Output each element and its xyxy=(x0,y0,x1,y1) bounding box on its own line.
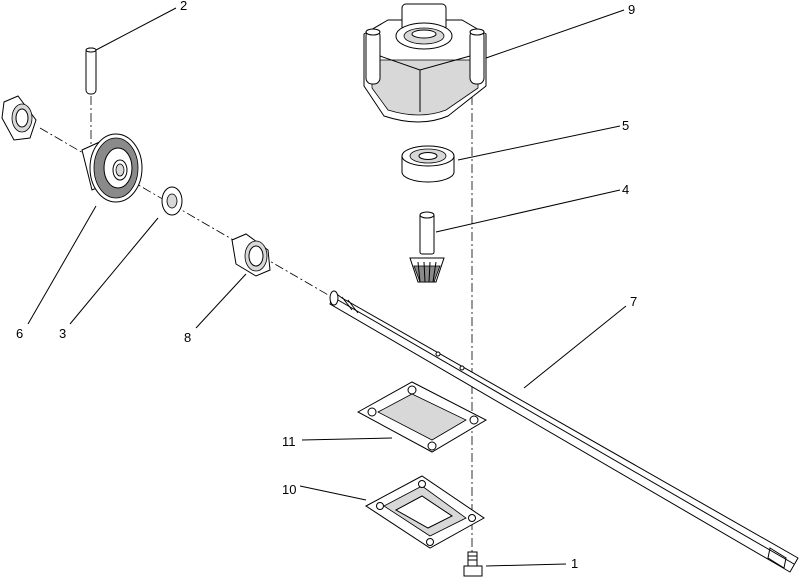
callout-11: 11 xyxy=(282,434,296,449)
leader-lines xyxy=(27,7,627,567)
gear-housing xyxy=(363,3,487,123)
pinion-gear xyxy=(409,211,445,283)
bolt xyxy=(463,551,483,577)
callout-4: 4 xyxy=(622,182,629,197)
gasket xyxy=(356,381,488,453)
callout-7: 7 xyxy=(630,294,637,309)
callout-5: 5 xyxy=(622,118,629,133)
callout-3: 3 xyxy=(59,326,66,341)
callout-1: 1 xyxy=(571,556,578,571)
cover-plate xyxy=(365,475,485,549)
bearing xyxy=(401,145,455,183)
axle-shaft xyxy=(329,290,799,573)
bushing-right xyxy=(231,233,271,277)
callout-6: 6 xyxy=(16,326,23,341)
callout-8: 8 xyxy=(184,330,191,345)
callout-9: 9 xyxy=(628,2,635,17)
washer xyxy=(161,186,183,216)
callout-10: 10 xyxy=(282,482,296,497)
roll-pin xyxy=(85,47,97,95)
bushing-left xyxy=(1,95,37,141)
callout-2: 2 xyxy=(180,0,187,13)
drive-gear xyxy=(81,133,143,203)
